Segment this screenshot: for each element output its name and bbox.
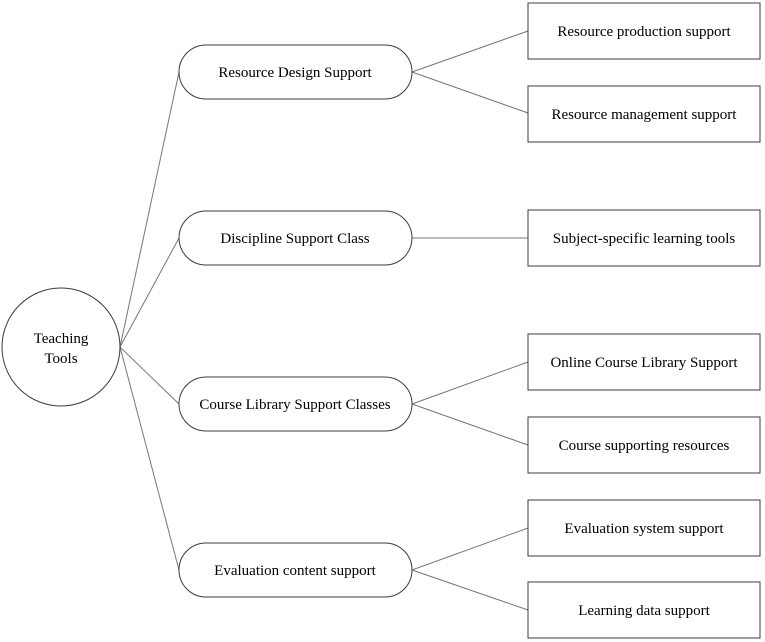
leaf-label: Subject-specific learning tools — [553, 231, 736, 247]
root-label-line1: Teaching — [34, 331, 89, 347]
leaf-label: Evaluation system support — [564, 521, 724, 537]
leaf-node-subject-tools: Subject-specific learning tools — [527, 209, 761, 267]
leaf-node-resource-production: Resource production support — [527, 2, 761, 60]
root-node: Teaching Tools — [1, 287, 121, 407]
category-label: Resource Design Support — [218, 65, 372, 81]
leaf-node-learning-data: Learning data support — [527, 581, 761, 639]
leaf-node-course-supporting: Course supporting resources — [527, 416, 761, 474]
edge-root-to-discipline — [119, 237, 180, 348]
root-connectors — [119, 71, 180, 571]
category-node-discipline: Discipline Support Class — [178, 210, 413, 266]
leaf-label: Online Course Library Support — [550, 355, 738, 371]
edge-root-to-course-library — [119, 346, 180, 405]
category-label: Evaluation content support — [214, 563, 376, 579]
leaf-node-evaluation-system: Evaluation system support — [527, 499, 761, 557]
leaf-node-resource-management: Resource management support — [527, 85, 761, 143]
leaf-label: Resource production support — [557, 24, 731, 40]
edge-resource-design-to-production — [411, 30, 529, 73]
edge-course-library-to-online — [411, 361, 529, 405]
edge-course-library-to-supporting — [411, 403, 529, 446]
category-node-course-library: Course Library Support Classes — [178, 376, 413, 432]
leaf-connectors — [411, 30, 529, 611]
category-label: Course Library Support Classes — [199, 397, 390, 413]
edge-evaluation-to-learning-data — [411, 569, 529, 611]
leaf-label: Learning data support — [578, 603, 710, 619]
edge-resource-design-to-management — [411, 71, 529, 114]
leaf-label: Resource management support — [552, 107, 738, 123]
edge-root-to-resource-design — [119, 71, 180, 348]
leaf-node-online-course-library: Online Course Library Support — [527, 333, 761, 391]
category-node-evaluation: Evaluation content support — [178, 542, 413, 598]
category-node-resource-design: Resource Design Support — [178, 44, 413, 100]
edge-root-to-evaluation — [119, 346, 180, 571]
leaf-label: Course supporting resources — [559, 438, 730, 454]
edge-evaluation-to-system — [411, 527, 529, 571]
root-label-line2: Tools — [44, 351, 77, 367]
category-label: Discipline Support Class — [220, 231, 369, 247]
